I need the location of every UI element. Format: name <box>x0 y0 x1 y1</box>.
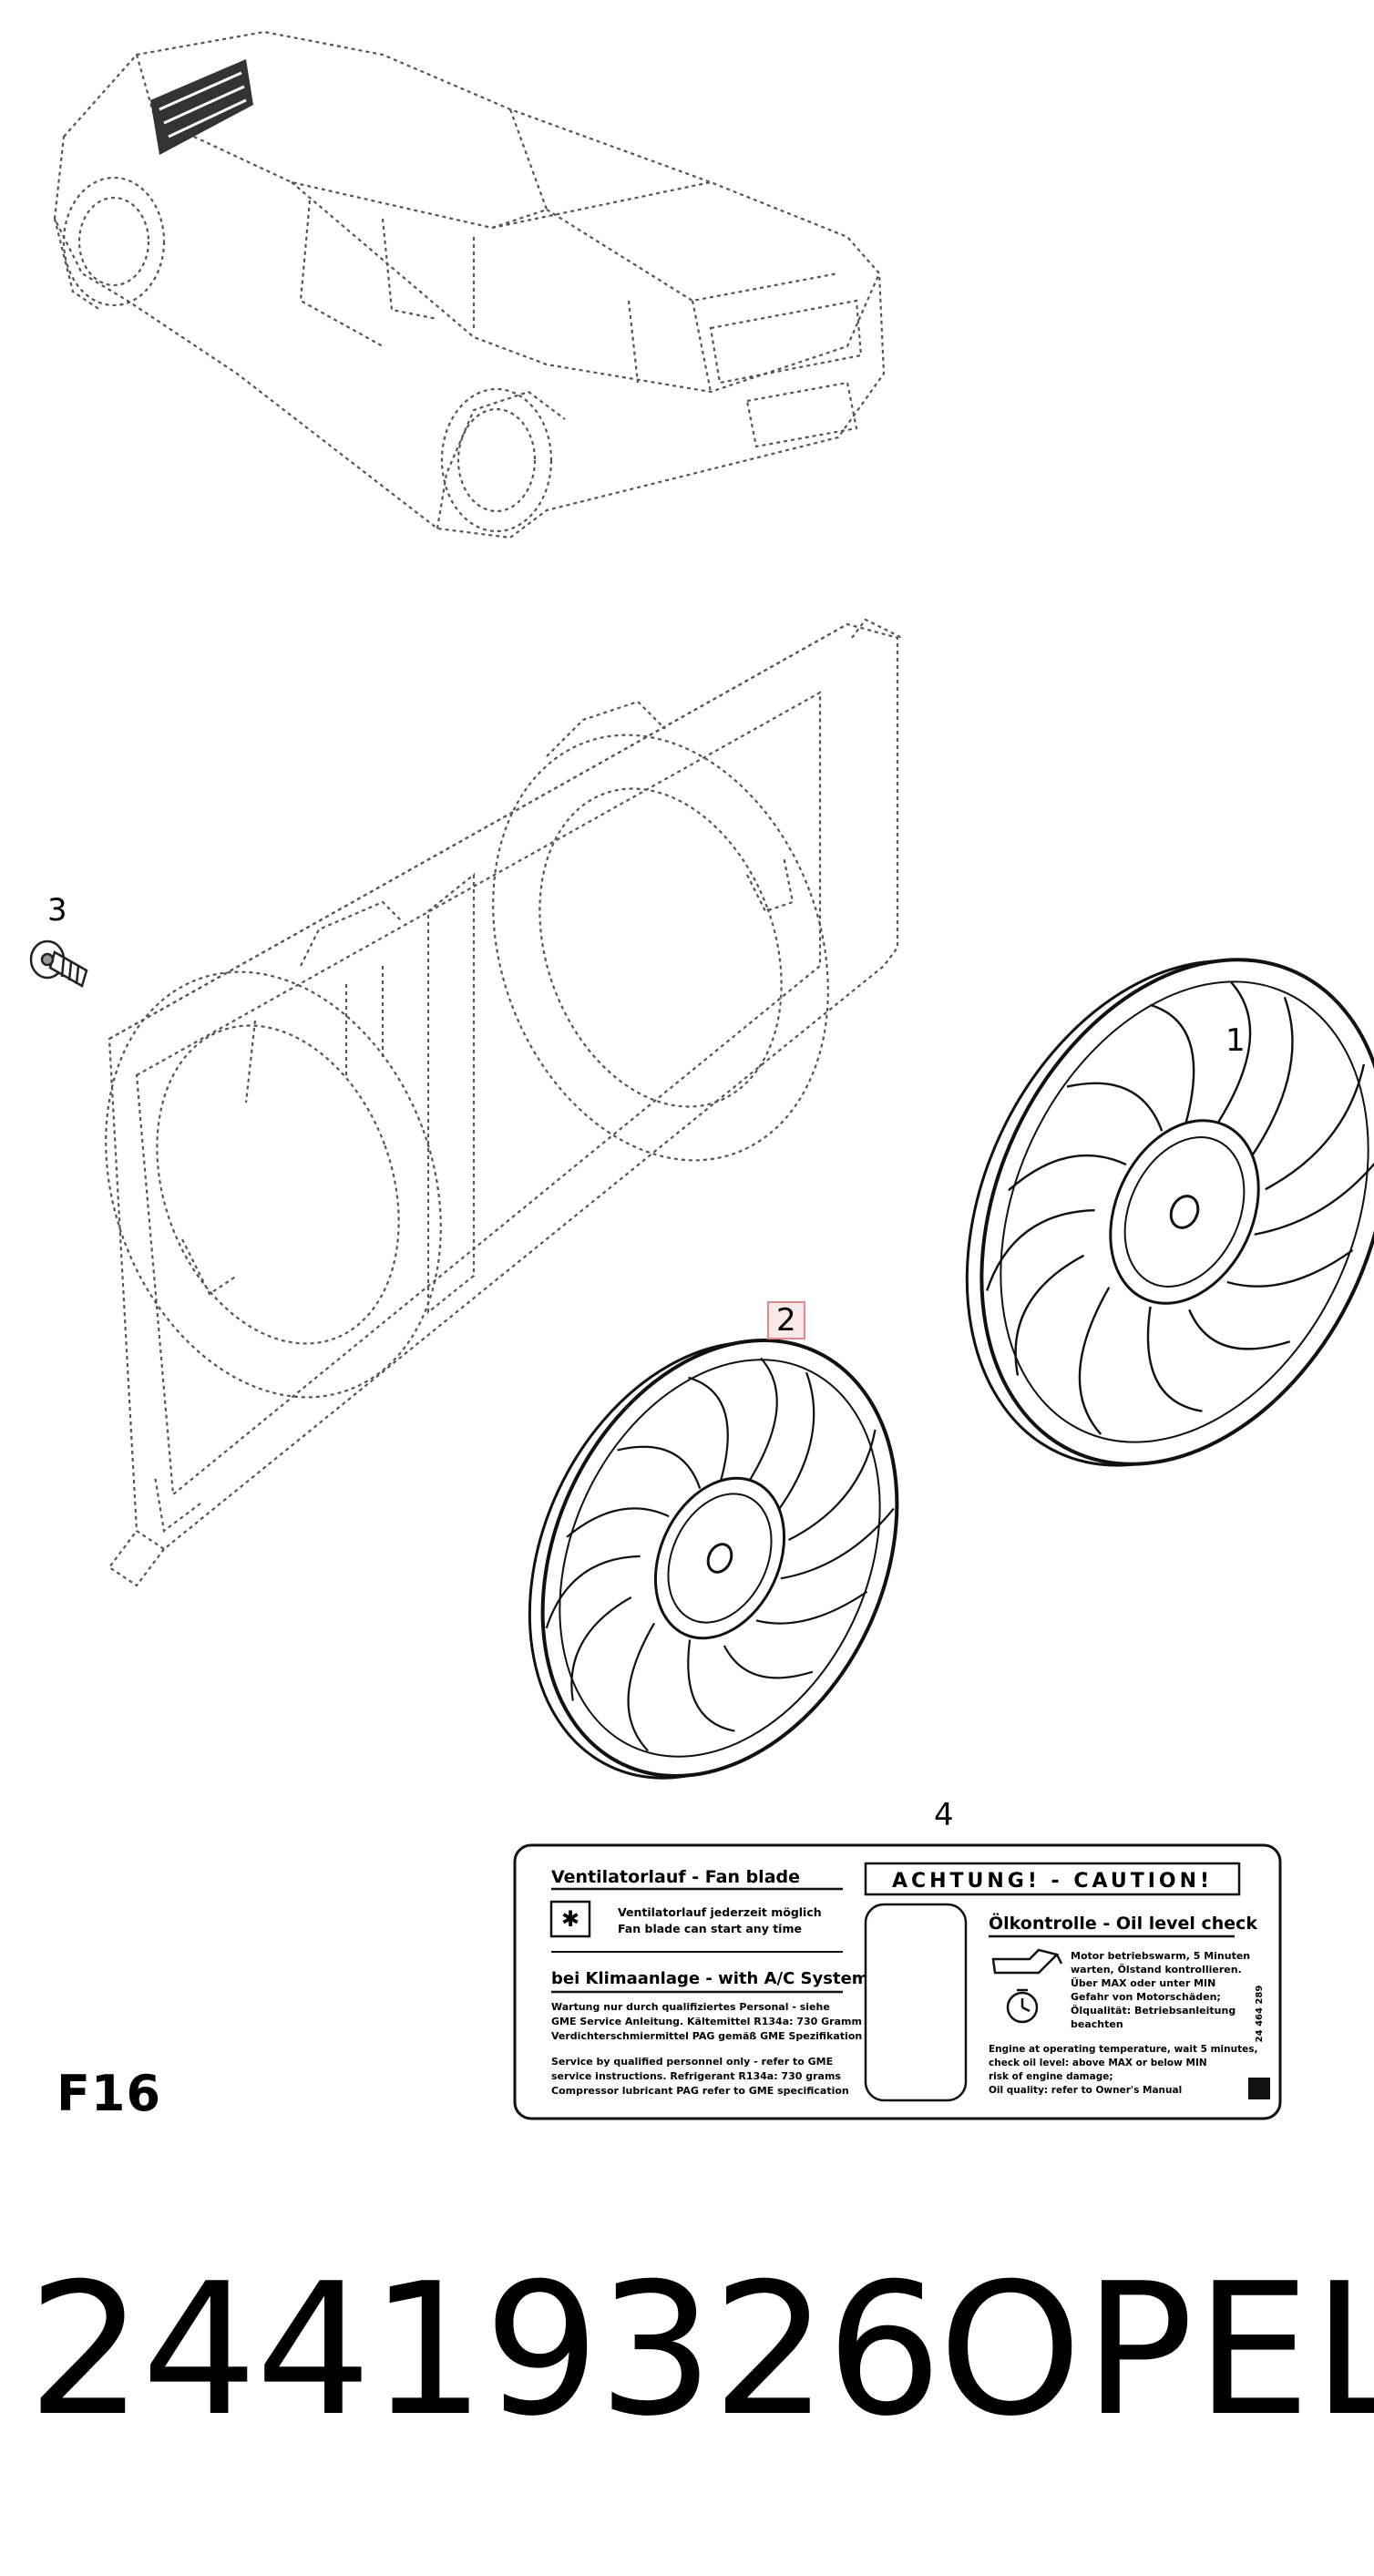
label-oil-en-3: risk of engine damage; <box>989 2071 1113 2082</box>
warning-label: Ventilatorlauf - Fan blade ✱ Ventilatorl… <box>513 1843 1282 2120</box>
label-ac-en-1: Service by qualified personnel only - re… <box>551 2056 833 2068</box>
callout-1: 1 <box>1225 1022 1246 1059</box>
label-fan-line2: Fan blade can start any time <box>618 1922 802 1935</box>
label-ac-de-1: Wartung nur durch qualifiziertes Persona… <box>551 2001 830 2013</box>
label-ac-en-2: service instructions. Refrigerant R134a:… <box>551 2070 841 2082</box>
fan-warning-icon <box>549 1900 591 1938</box>
label-code: 24 464 289 <box>1255 1986 1265 2043</box>
label-caution-title: ACHTUNG! - CAUTION! <box>892 1870 1213 1893</box>
label-ac-title: bei Klimaanlage - with A/C System <box>551 1969 869 1988</box>
screw <box>29 939 88 988</box>
label-oil-de-3: Über MAX oder unter MIN <box>1071 1976 1215 1989</box>
label-oil-en-4: Oil quality: refer to Owner's Manual <box>989 2085 1182 2096</box>
label-oil-en-2: check oil level: above MAX or below MIN <box>989 2058 1207 2068</box>
label-fan-line1: Ventilatorlauf jederzeit möglich <box>618 1905 822 1919</box>
label-black-square <box>1248 2078 1270 2099</box>
oil-can-icon <box>991 1948 1063 1975</box>
clock-icon <box>1006 1988 1039 2024</box>
caution-banner <box>864 1862 1241 1896</box>
fan-shroud <box>105 618 903 1587</box>
callout-3: 3 <box>47 892 67 929</box>
label-ac-de-3: Verdichterschmiermittel PAG gemäß GME Sp… <box>551 2030 862 2042</box>
label-oil-de-1: Motor betriebswarm, 5 Minuten <box>1071 1950 1250 1962</box>
callout-4: 4 <box>934 1797 954 1833</box>
vehicle-outline <box>53 30 886 539</box>
callout-2: 2 <box>767 1301 805 1339</box>
label-oil-de-6: beachten <box>1071 2018 1123 2030</box>
page-code: F16 <box>56 2065 162 2122</box>
label-oil-title: Ölkontrolle - Oil level check <box>989 1912 1257 1934</box>
location-marker <box>150 59 253 155</box>
label-oil-de-2: warten, Ölstand kontrollieren. <box>1071 1963 1242 1976</box>
fan-large <box>965 958 1374 1467</box>
label-fan-title: Ventilatorlauf - Fan blade <box>551 1867 800 1887</box>
label-ac-en-3: Compressor lubricant PAG refer to GME sp… <box>551 2085 849 2097</box>
label-oil-en-1: Engine at operating temperature, wait 5 … <box>989 2044 1257 2055</box>
brand-name: OPEL <box>938 2244 1374 2457</box>
label-oil-de-4: Gefahr von Motorschäden; <box>1071 1991 1221 2003</box>
label-oil-de-5: Ölqualität: Betriebsanleitung <box>1071 2004 1236 2017</box>
label-ac-de-2: GME Service Anleitung. Kältemittel R134a… <box>551 2016 862 2027</box>
fan-small <box>528 1338 899 1780</box>
label-window <box>864 1903 968 2102</box>
svg-text:✱: ✱ <box>561 1906 579 1932</box>
part-number: 24419326 <box>27 2244 942 2457</box>
